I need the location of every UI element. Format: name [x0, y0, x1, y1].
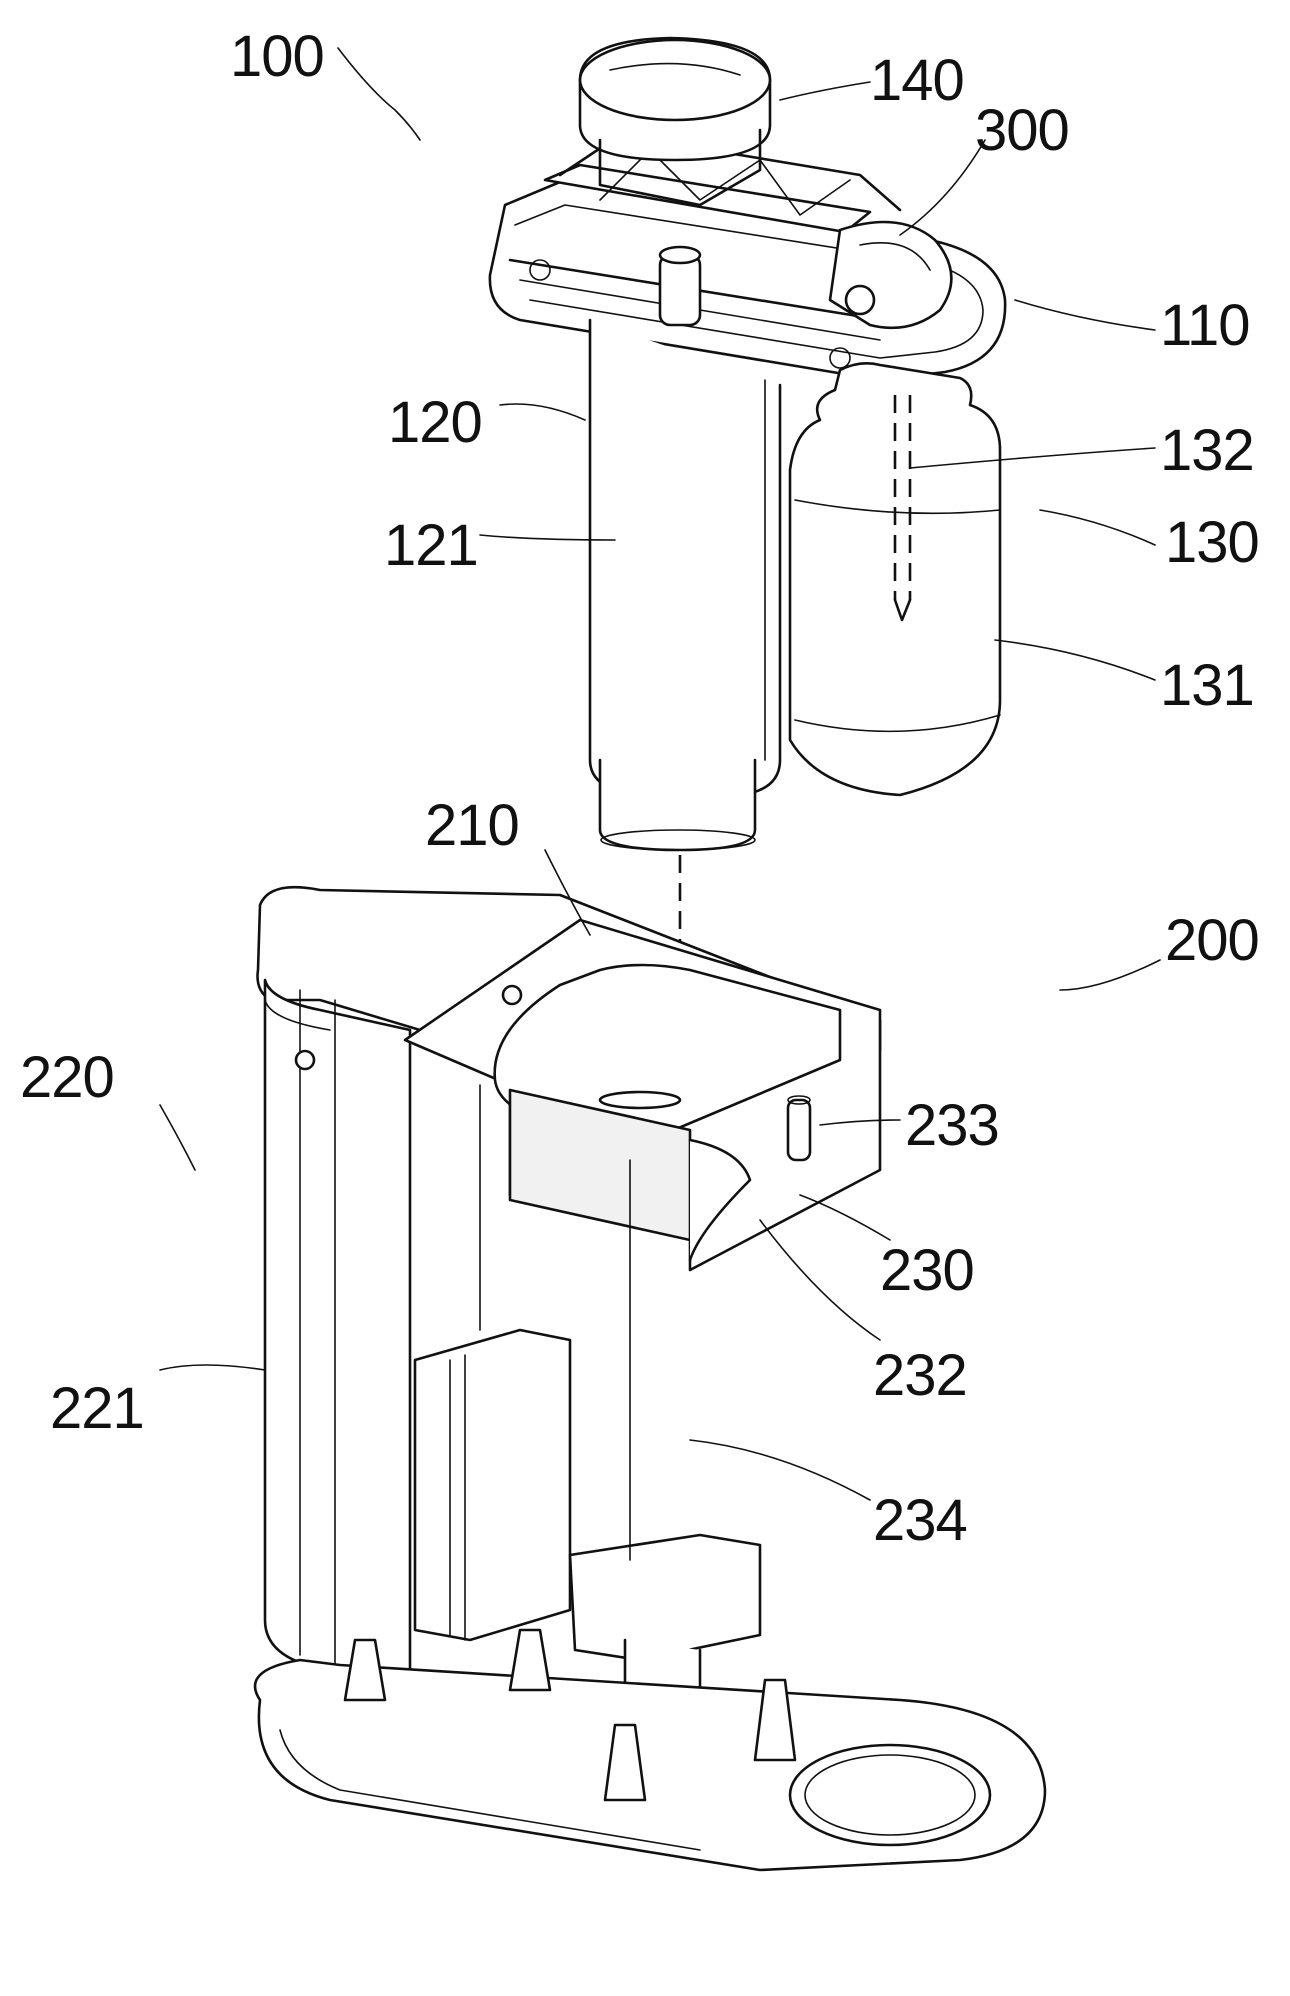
label-100: 100 [230, 24, 324, 89]
leader-200 [1060, 960, 1160, 990]
label-300: 300 [975, 98, 1069, 163]
label-221: 221 [50, 1376, 144, 1441]
label-110: 110 [1160, 293, 1249, 358]
leader-130 [1040, 510, 1155, 545]
label-233: 233 [905, 1093, 999, 1158]
leader-234 [690, 1440, 870, 1500]
label-130: 130 [1165, 510, 1259, 575]
label-230: 230 [880, 1238, 974, 1303]
leader-131 [995, 640, 1155, 680]
leader-100 [338, 48, 420, 140]
label-140: 140 [870, 48, 964, 113]
leader-140 [780, 82, 870, 100]
tank [790, 363, 1000, 795]
label-131: 131 [1160, 653, 1254, 718]
pump [830, 222, 951, 328]
label-121: 121 [384, 513, 478, 578]
leader-221 [160, 1365, 265, 1370]
label-234: 234 [873, 1488, 967, 1553]
leader-220 [160, 1105, 195, 1170]
label-210: 210 [425, 793, 519, 858]
leader-120 [500, 404, 585, 420]
leader-300 [900, 140, 985, 235]
label-232: 232 [873, 1343, 967, 1408]
label-220: 220 [20, 1045, 114, 1110]
label-120: 120 [388, 390, 482, 455]
label-132: 132 [1160, 418, 1254, 483]
filter-cartridge [590, 320, 780, 850]
leader-232 [760, 1220, 880, 1340]
label-200: 200 [1165, 908, 1259, 973]
leader-110 [1015, 300, 1155, 330]
